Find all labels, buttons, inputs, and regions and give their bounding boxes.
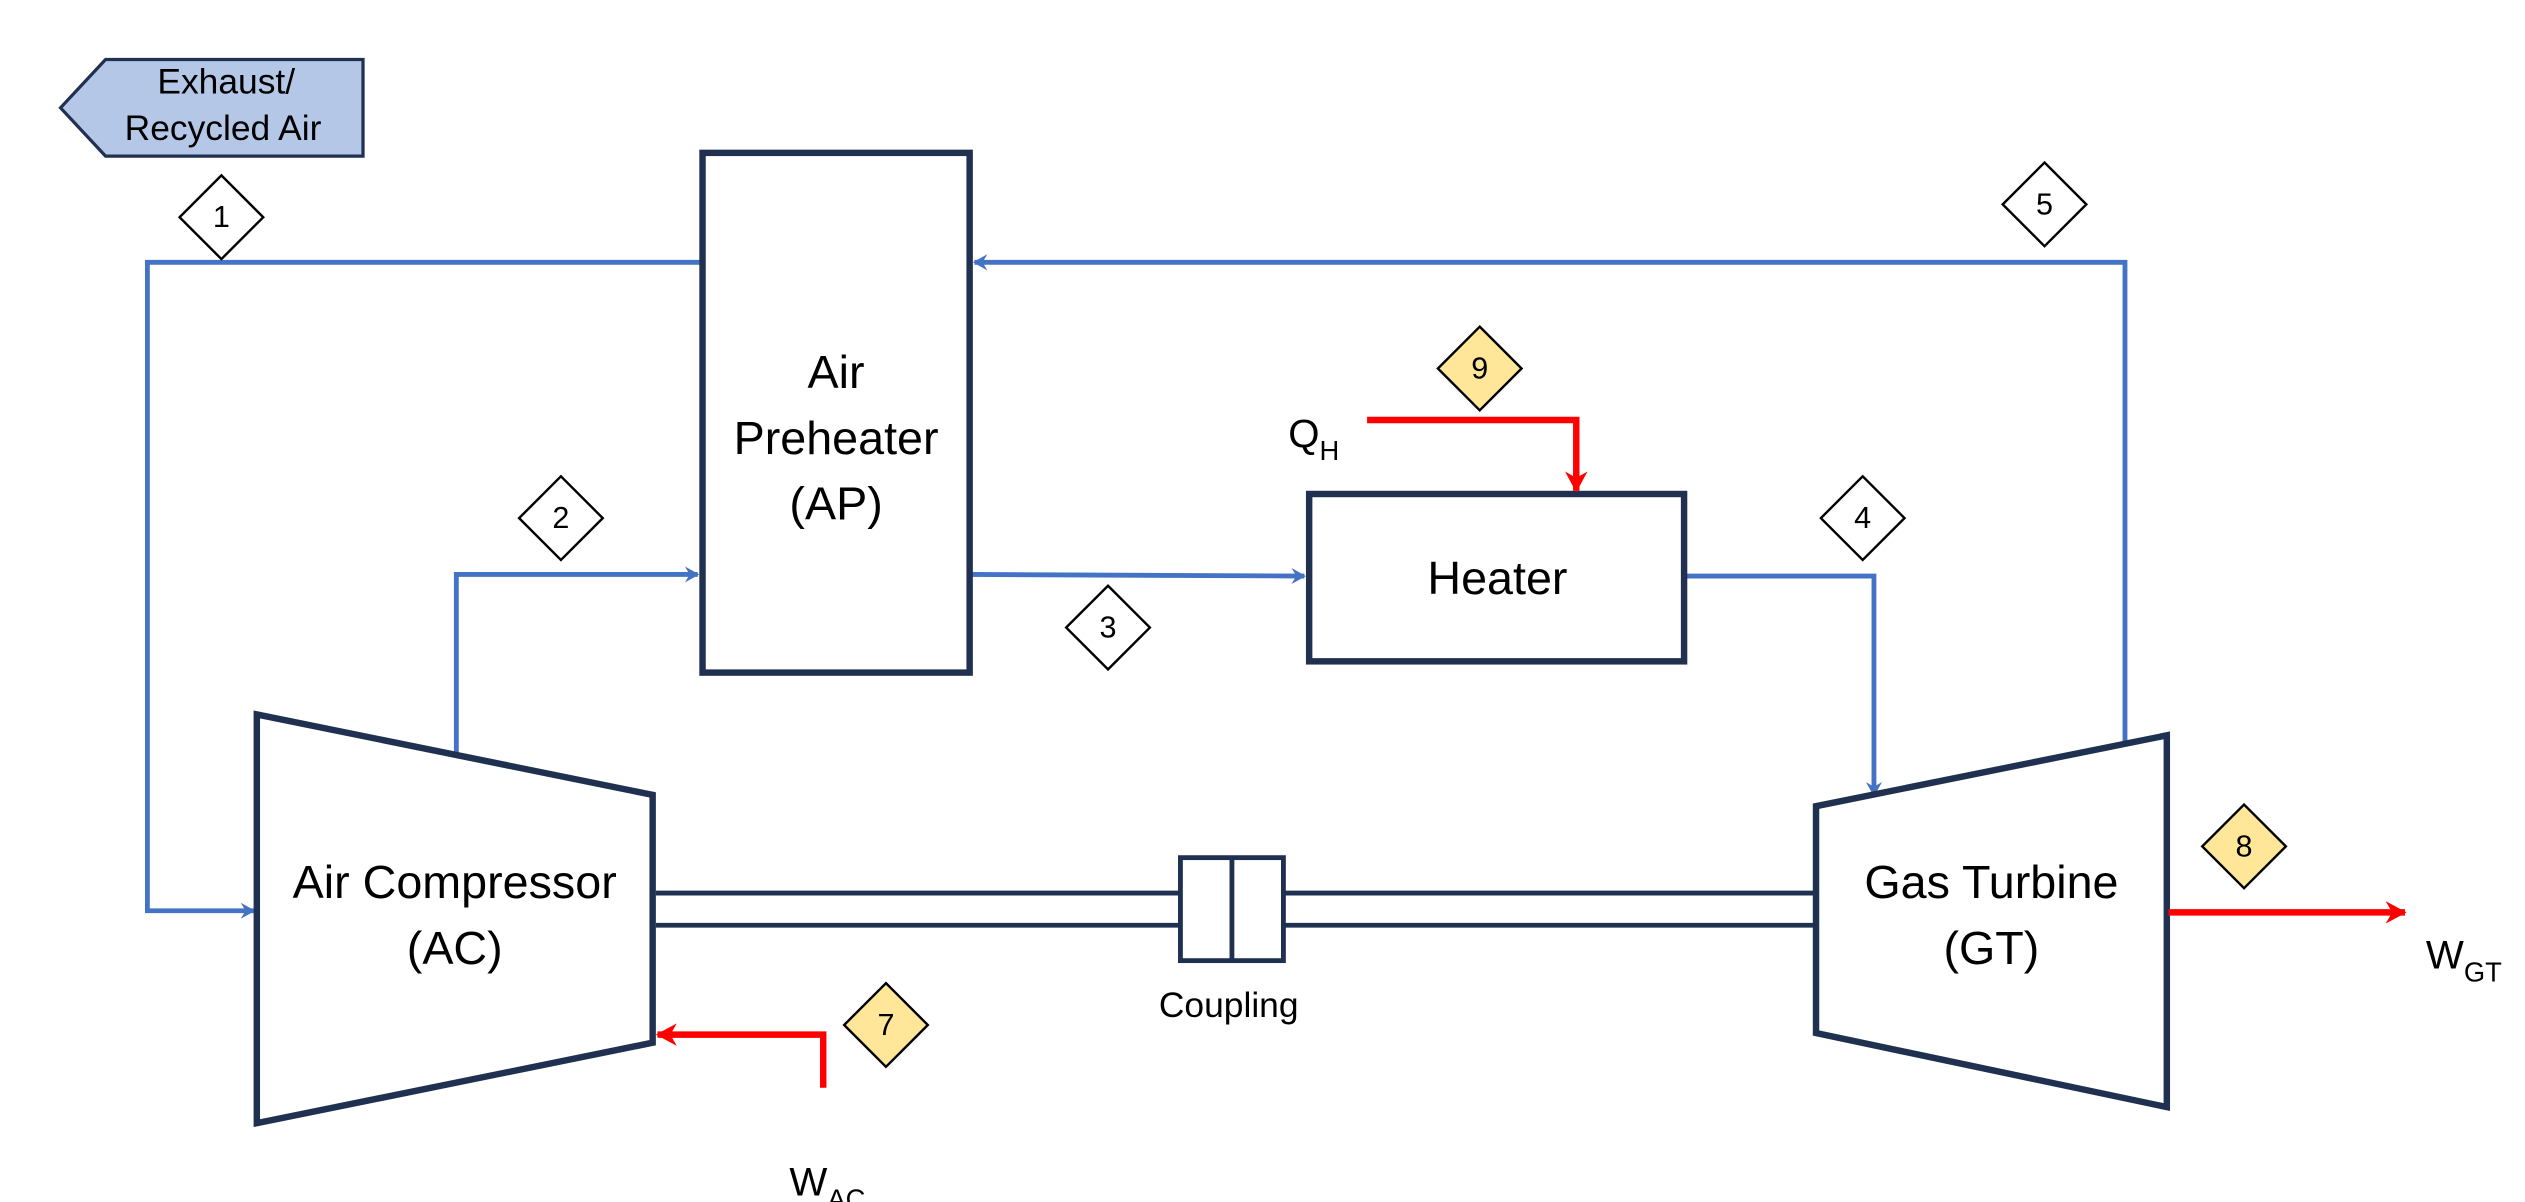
gas-turbine-label-2: (GT) [1943,922,2039,974]
diamond-marker-shape [842,981,930,1069]
diamond-marker-shape [517,474,605,562]
stream-number: 4 [1854,501,1871,535]
diamond-marker-shape [1064,584,1152,672]
stream-marker-1: 1 [177,173,265,261]
exhaust-label-line1: Exhaust/ [157,61,295,101]
exhaust-recycled-air-tag: Exhaust/ Recycled Air [58,57,365,158]
diamond-marker-shape [1819,474,1907,562]
stream-4-line [1685,573,1883,797]
stream-marker-8: 8 [2200,802,2288,890]
air-preheater-label-2: Preheater [734,412,939,464]
air-compressor-label-2: (AC) [407,922,503,974]
diamond-marker-shape [177,173,265,261]
stream-number: 3 [1100,611,1117,645]
shaft [655,890,1815,928]
stream-2-line [453,566,700,754]
stream-5-line [972,254,2128,746]
exhaust-label-line2: Recycled Air [125,108,322,148]
energy-9-line [1367,416,1588,493]
stream-marker-4: 4 [1819,474,1907,562]
stream-number: 2 [552,501,569,535]
heater-label: Heater [1427,552,1567,604]
air-compressor: Air Compressor (AC) [253,710,656,1128]
wac-label: WAC [789,1160,865,1202]
energy-7-line [655,1023,827,1088]
diamond-marker-shape [1436,324,1524,413]
stream-number: 1 [213,200,230,234]
stream-3-line [971,567,1306,585]
heater: Heater [1305,490,1688,665]
stream-marker-5: 5 [2000,160,2089,248]
stream-number: 5 [2036,187,2053,221]
stream-marker-3: 3 [1064,584,1152,672]
gas-turbine: Gas Turbine (GT) [1812,731,2171,1112]
gas-turbine-label-1: Gas Turbine [1864,856,2118,908]
diamond-marker-shape [2000,160,2089,248]
stream-number: 9 [1471,351,1488,385]
stream-marker-9: 9 [1436,324,1524,413]
air-preheater-label-1: Air [808,346,865,398]
stream-marker-2: 2 [517,474,605,562]
air-preheater: Air Preheater (AP) [699,149,973,676]
qh-label: QH [1288,411,1339,466]
coupling-label: Coupling [1159,985,1299,1025]
stream-number: 8 [2236,829,2253,863]
air-preheater-label-3: (AP) [789,478,882,530]
stream-1-line [144,259,703,919]
diamond-marker-shape [2200,802,2288,890]
wgt-label: WGT [2426,933,2502,988]
stream-number: 7 [877,1008,894,1042]
stream-marker-7: 7 [842,981,930,1069]
air-compressor-label-1: Air Compressor [293,856,617,908]
coupling: Coupling [1159,855,1299,1025]
